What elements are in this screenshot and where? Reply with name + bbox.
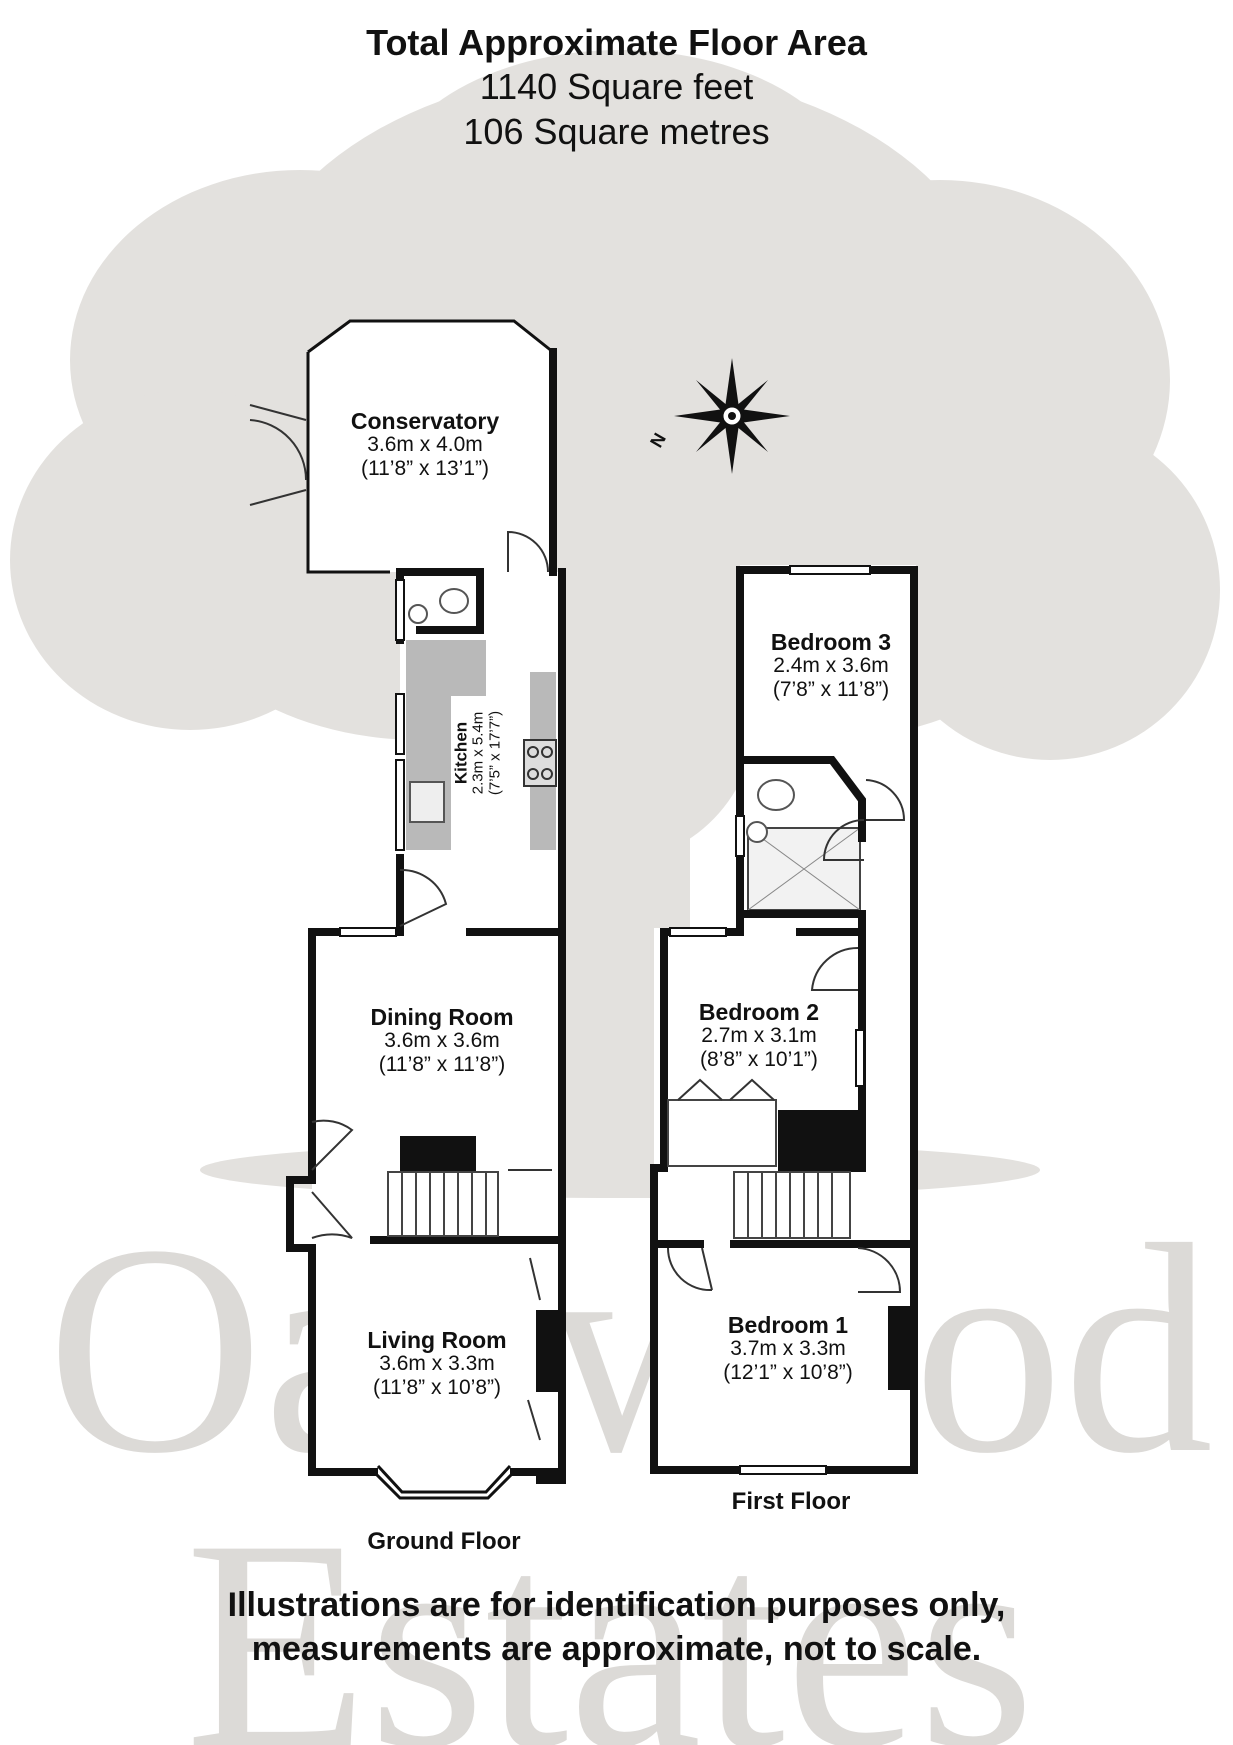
bathroom-toilet-icon bbox=[746, 779, 795, 843]
room-label-bedroom-3: Bedroom 3 2.4m x 3.6m (7’8” x 11’8”) bbox=[770, 629, 892, 701]
floor-area-sqm: 106 Square metres bbox=[463, 111, 770, 152]
room-label-kitchen: Kitchen 2.3m x 5.4m (7’5” x 17’7”) bbox=[451, 710, 504, 796]
toilet-icon bbox=[408, 588, 469, 624]
room-label-conservatory: Conservatory 3.6m x 4.0m (11’8” x 13’1”) bbox=[350, 408, 500, 480]
hob-icon bbox=[523, 739, 557, 787]
compass-rose-icon bbox=[674, 358, 790, 474]
bedroom1-chimney bbox=[888, 1306, 914, 1390]
room-label-dining-room: Dining Room 3.6m x 3.6m (11’8” x 11’8”) bbox=[370, 1004, 514, 1076]
first-floor-plan bbox=[650, 565, 918, 1475]
watermark-line-2: Estates bbox=[185, 1478, 1035, 1745]
tree-silhouette-logo bbox=[10, 50, 1220, 1198]
ground-floor-stairs bbox=[387, 1171, 499, 1237]
disclaimer-line-2: measurements are approximate, not to sca… bbox=[251, 1630, 982, 1668]
watermark-line-1: Oakwood bbox=[47, 1183, 1213, 1515]
first-floor-chimney bbox=[778, 1110, 862, 1172]
oakwood-estates-watermark: Oakwood Estates bbox=[47, 1183, 1213, 1745]
floor-area-title: Total Approximate Floor Area bbox=[366, 22, 867, 63]
room-label-living-room: Living Room 3.6m x 3.3m (11’8” x 10’8”) bbox=[367, 1327, 507, 1399]
kitchen-sink-icon bbox=[409, 781, 445, 823]
first-floor-stairs bbox=[733, 1171, 851, 1239]
cupboard bbox=[667, 1099, 777, 1167]
chimney-breast-living bbox=[536, 1310, 562, 1392]
first-floor-door-swings bbox=[666, 779, 906, 1293]
disclaimer: Illustrations are for identification pur… bbox=[0, 1583, 1233, 1671]
room-label-bedroom-2: Bedroom 2 2.7m x 3.1m (8’8” x 10’1”) bbox=[698, 999, 820, 1071]
ground-floor-plan bbox=[249, 319, 566, 1500]
disclaimer-line-1: Illustrations are for identification pur… bbox=[227, 1586, 1006, 1624]
first-floor-label: First Floor bbox=[731, 1488, 851, 1515]
door-swings bbox=[249, 404, 552, 1441]
chimney-breast-dining bbox=[400, 1136, 476, 1172]
floor-area-sqft: 1140 Square feet bbox=[479, 66, 754, 107]
room-label-bedroom-1: Bedroom 1 3.7m x 3.3m (12’1” x 10’8”) bbox=[723, 1312, 853, 1384]
ground-floor-label: Ground Floor bbox=[367, 1528, 521, 1555]
